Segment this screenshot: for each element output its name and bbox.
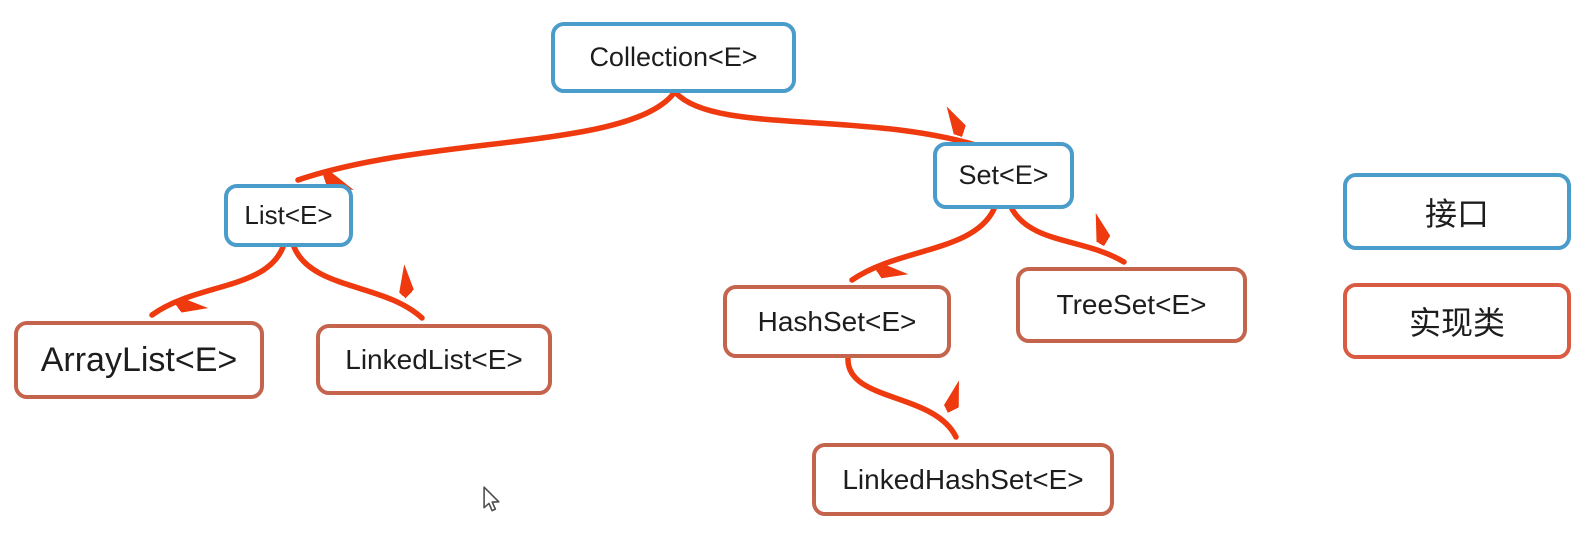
node-hashset-label: HashSet<E> <box>757 305 917 337</box>
node-arraylist-label: ArrayList<E> <box>40 340 238 379</box>
node-list: List<E> <box>224 184 353 247</box>
node-collection-label: Collection<E> <box>589 42 758 72</box>
node-collection: Collection<E> <box>551 22 796 93</box>
edge-collection-to-set <box>673 90 988 151</box>
node-treeset: TreeSet<E> <box>1016 267 1247 343</box>
node-linkedhashset-label: LinkedHashSet<E> <box>842 463 1084 495</box>
node-set-label: Set<E> <box>958 160 1049 190</box>
node-hashset: HashSet<E> <box>723 285 951 358</box>
edge-set-to-hashset <box>849 206 997 280</box>
edge-set-to-treeset <box>1009 206 1127 265</box>
legend-interface-box: 接口 <box>1343 173 1571 250</box>
legend-class-label: 实现类 <box>1408 305 1505 341</box>
edge-list-to-arraylist <box>149 244 286 315</box>
mouse-cursor-icon <box>483 486 500 512</box>
node-treeset-label: TreeSet<E> <box>1056 289 1207 320</box>
node-linkedlist: LinkedList<E> <box>316 324 552 395</box>
node-set: Set<E> <box>933 142 1074 209</box>
legend-interface-label: 接口 <box>1424 195 1489 232</box>
edge-hashset-to-linkedhashset <box>845 355 956 440</box>
node-list-label: List<E> <box>244 200 333 230</box>
node-linkedhashset: LinkedHashSet<E> <box>812 443 1114 516</box>
legend-class-box: 实现类 <box>1343 283 1571 359</box>
edge-list-to-linkedlist <box>291 244 425 321</box>
node-arraylist: ArrayList<E> <box>14 321 264 399</box>
edge-collection-to-list <box>295 90 677 180</box>
node-linkedlist-label: LinkedList<E> <box>345 343 523 375</box>
